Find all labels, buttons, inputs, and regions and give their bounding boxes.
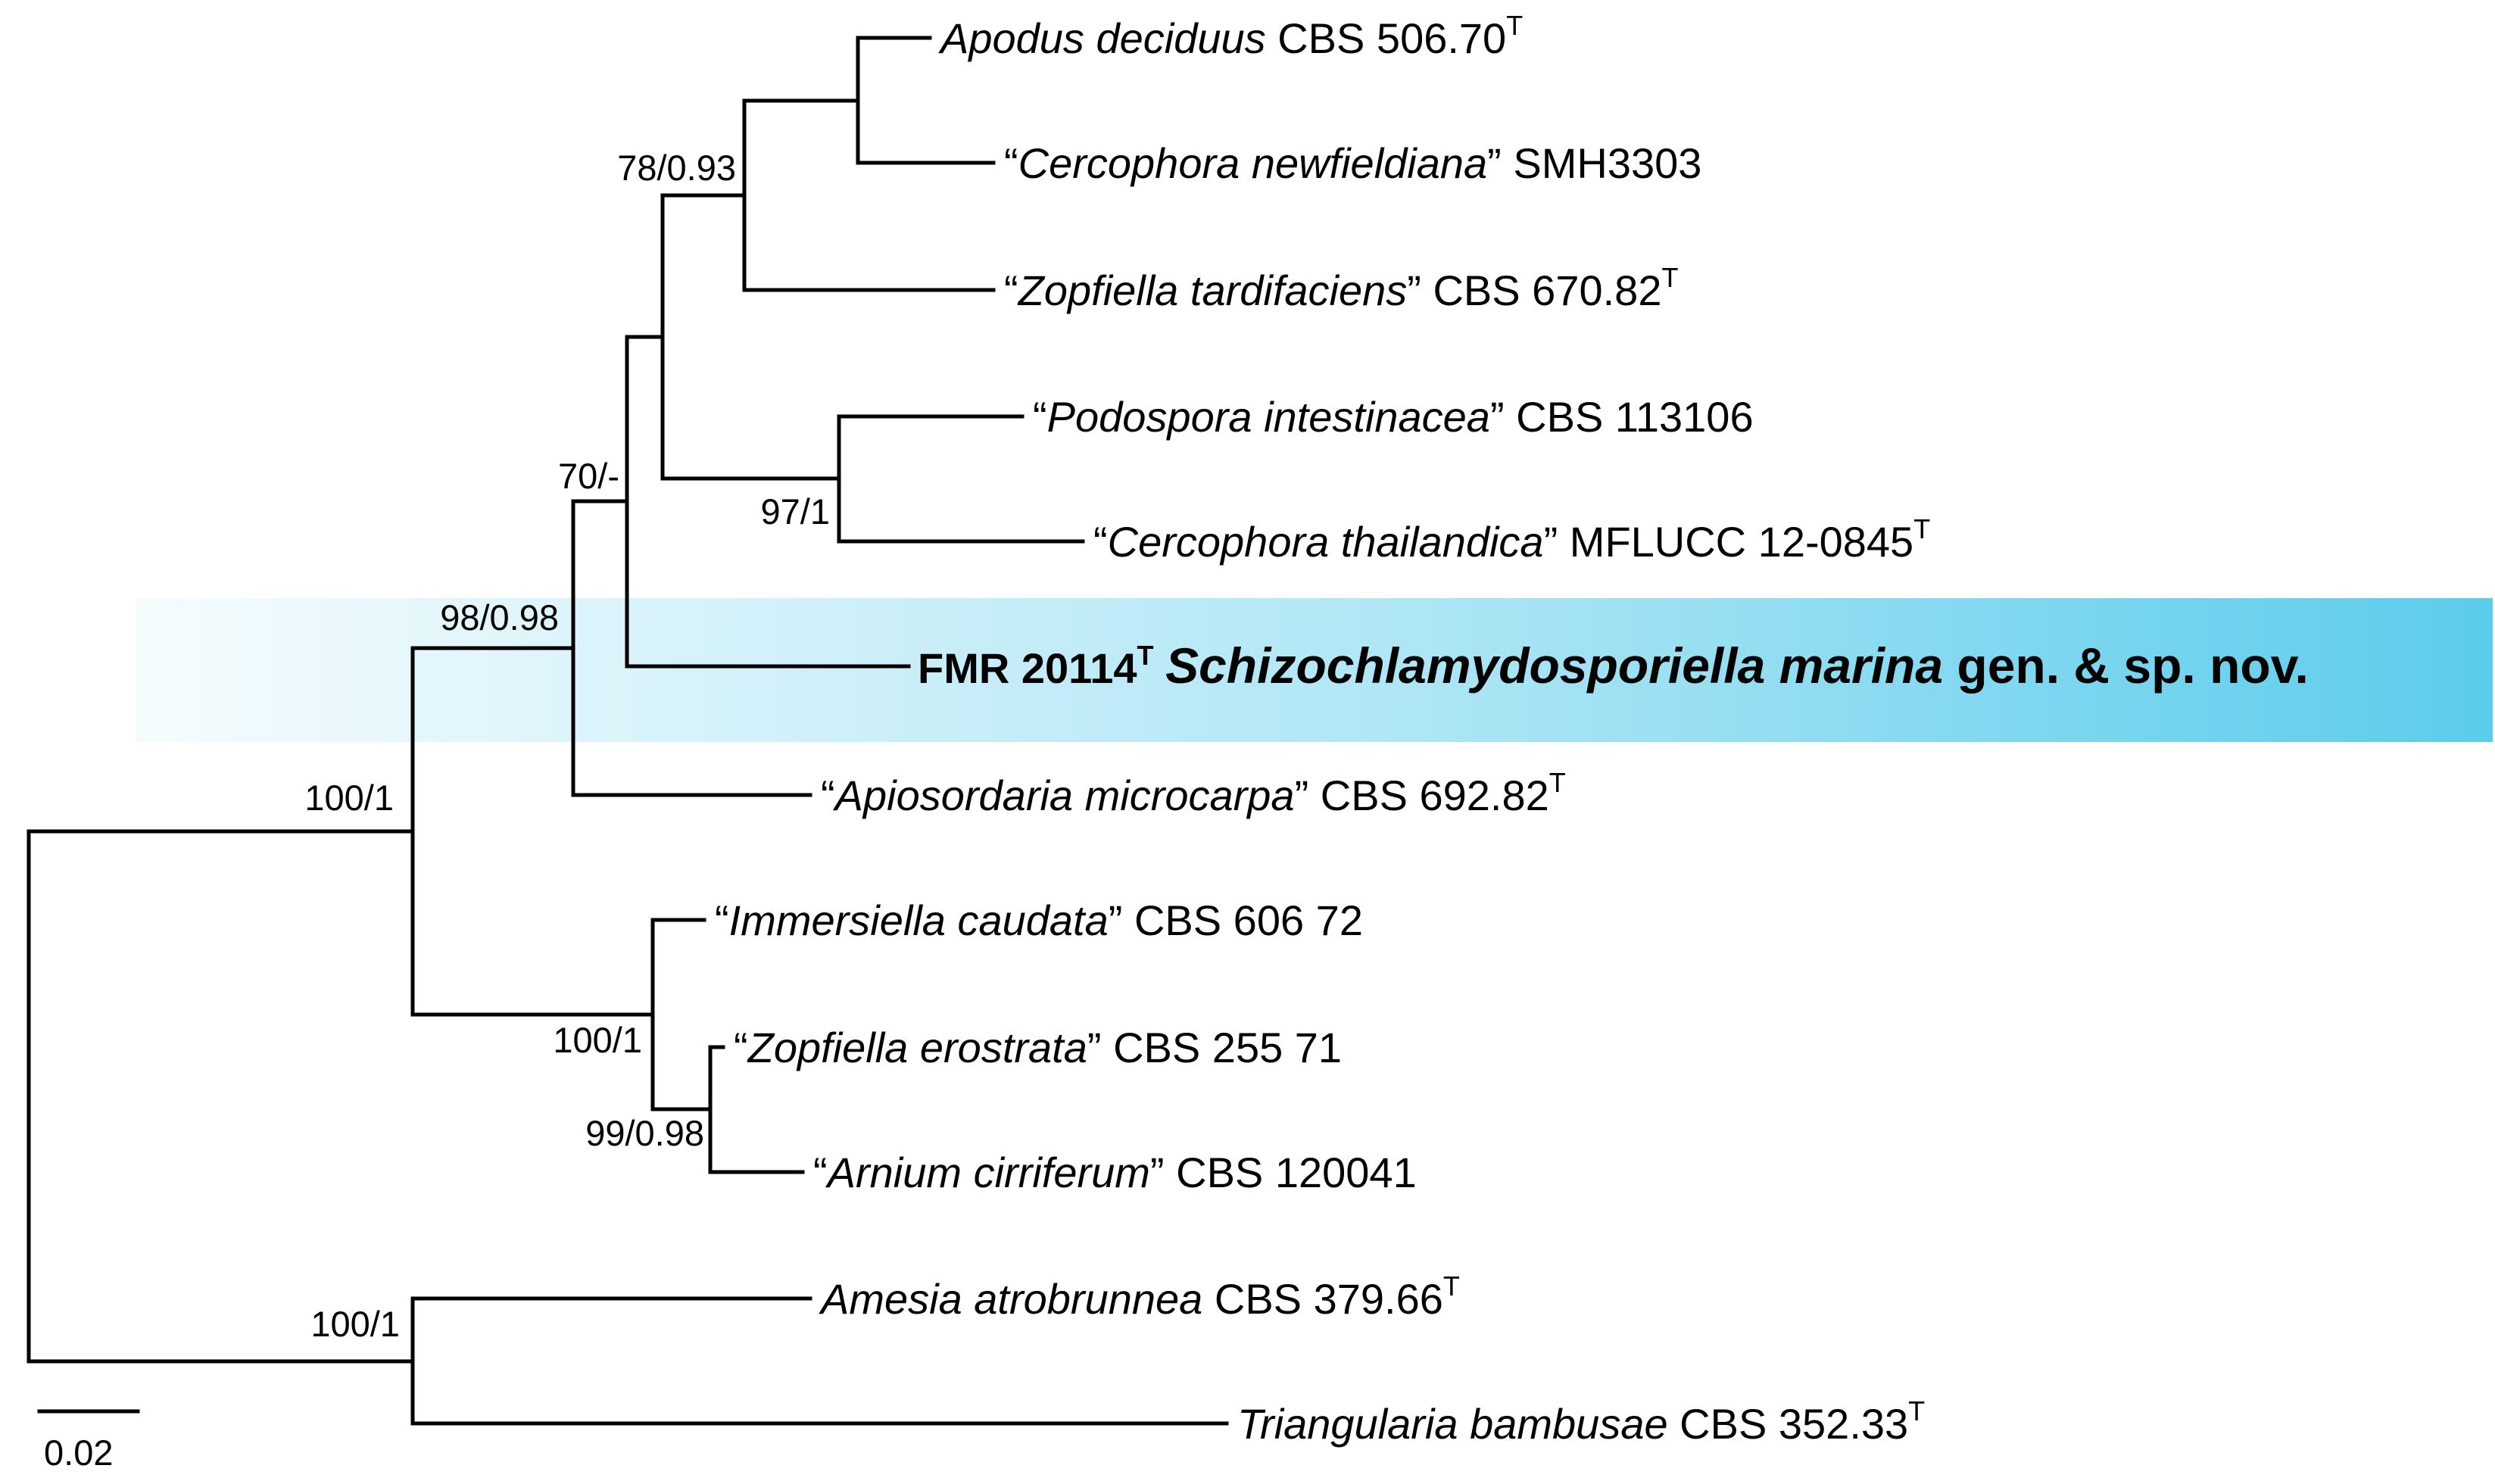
type-mark: T bbox=[1908, 1395, 1925, 1426]
new-taxon-type-mark: T bbox=[1137, 640, 1154, 671]
tip-label-cnewfield: “Cercophora newfieldiana” SMH3303 bbox=[1004, 139, 1701, 187]
taxon-text: “ bbox=[821, 772, 835, 819]
support-value: 100/1 bbox=[304, 778, 394, 818]
type-mark: T bbox=[1443, 1270, 1460, 1302]
taxon-name: Apodus deciduus bbox=[938, 14, 1266, 62]
support-value: 100/1 bbox=[310, 1304, 400, 1344]
taxon-text: SMH3303 bbox=[1502, 139, 1702, 187]
taxon-text: “ bbox=[1033, 393, 1047, 441]
taxon-text: CBS 506.70 bbox=[1266, 14, 1507, 62]
taxon-text: “ bbox=[715, 896, 729, 944]
taxon-text: CBS 379.66 bbox=[1202, 1275, 1443, 1323]
type-mark: T bbox=[1506, 10, 1523, 41]
new-taxon-name: Schizochlamydosporiella marina bbox=[1165, 638, 1943, 694]
taxon-name: Zopfiella tardifaciens bbox=[1017, 267, 1408, 314]
support-values: 78/0.93 97/1 70/- 98/0.98 99/0.98 100/1 100/1 1… bbox=[304, 148, 830, 1344]
scale-bar-label: 0.02 bbox=[44, 1433, 113, 1473]
taxon-name: Cercophora newfieldiana bbox=[1018, 139, 1488, 187]
taxon-text: “ bbox=[1004, 267, 1018, 314]
tree-branches bbox=[27, 36, 1229, 1426]
taxon-text: CBS 352.33 bbox=[1668, 1400, 1909, 1448]
taxon-text: ” bbox=[1150, 1149, 1165, 1196]
taxon-name: Triangularia bambusae bbox=[1237, 1400, 1668, 1448]
support-value: 99/0.98 bbox=[585, 1113, 704, 1153]
support-value: 78/0.93 bbox=[617, 148, 736, 188]
taxon-text: “ bbox=[813, 1149, 828, 1196]
taxon-text: ” bbox=[1490, 393, 1505, 441]
taxon-name: Arnium cirriferum bbox=[825, 1149, 1150, 1196]
type-mark: T bbox=[1913, 513, 1930, 544]
taxon-name: Amesia atrobrunnea bbox=[819, 1275, 1202, 1323]
tip-label-cthai: “Cercophora thailandica” MFLUCC 12-0845T bbox=[1093, 513, 1930, 566]
scale-bar: 0.02 bbox=[37, 1409, 140, 1473]
support-value: 70/- bbox=[558, 456, 619, 496]
new-taxon-spacer bbox=[1154, 644, 1166, 692]
new-taxon-status: gen. & sp. nov. bbox=[1943, 638, 2309, 694]
support-value: 98/0.98 bbox=[440, 597, 559, 638]
taxon-text: CBS 255 71 bbox=[1102, 1024, 1343, 1071]
taxon-name: Apiosordaria microcarpa bbox=[833, 772, 1295, 819]
tip-label-ztardi: “Zopfiella tardifaciens” CBS 670.82T bbox=[1004, 262, 1678, 314]
type-mark: T bbox=[1549, 767, 1566, 798]
taxon-text: MFLUCC 12-0845 bbox=[1558, 518, 1913, 566]
taxon-text: ” bbox=[1487, 139, 1502, 187]
tip-label-amicro: “Apiosordaria microcarpa” CBS 692.82T bbox=[821, 767, 1566, 819]
taxon-text: ” bbox=[1295, 772, 1309, 819]
taxon-text: ” bbox=[1087, 1024, 1102, 1071]
tip-label-amesia: Amesia atrobrunnea CBS 379.66T bbox=[819, 1270, 1460, 1323]
tip-label-apodus: Apodus deciduus CBS 506.70T bbox=[938, 10, 1523, 62]
taxon-text: CBS 113106 bbox=[1505, 393, 1754, 441]
taxon-text: ” bbox=[1544, 518, 1558, 566]
taxon-text: ” bbox=[1109, 896, 1123, 944]
taxon-text: “ bbox=[734, 1024, 748, 1071]
support-value: 97/1 bbox=[761, 491, 830, 532]
taxon-text: ” bbox=[1407, 267, 1421, 314]
taxon-name: Podospora intestinacea bbox=[1047, 393, 1490, 441]
tip-labels: Apodus deciduus CBS 506.70T“Cercophora n… bbox=[715, 10, 1930, 1448]
new-taxon-strain: FMR 20114 bbox=[918, 644, 1137, 692]
tip-label-icaud: “Immersiella caudata” CBS 606 72 bbox=[715, 896, 1363, 944]
tip-label-acirri: “Arnium cirriferum” CBS 120041 bbox=[813, 1149, 1417, 1196]
taxon-name: Immersiella caudata bbox=[729, 896, 1109, 944]
taxon-text: CBS 670.82 bbox=[1421, 267, 1662, 314]
tip-label-pintest: “Podospora intestinacea” CBS 113106 bbox=[1033, 393, 1754, 441]
type-mark: T bbox=[1661, 262, 1678, 293]
support-value: 100/1 bbox=[553, 1020, 642, 1060]
new-taxon-label: FMR 20114T Schizochlamydosporiella marin… bbox=[918, 638, 2309, 694]
new-taxon-highlight-band bbox=[136, 598, 2493, 742]
taxon-text: CBS 692.82 bbox=[1308, 772, 1549, 819]
taxon-text: CBS 120041 bbox=[1165, 1149, 1417, 1196]
taxon-text: “ bbox=[1093, 518, 1108, 566]
tip-label-tbamb: Triangularia bambusae CBS 352.33T bbox=[1237, 1395, 1925, 1448]
taxon-name: Zopfiella erostrata bbox=[747, 1024, 1087, 1071]
tip-label-zero: “Zopfiella erostrata” CBS 255 71 bbox=[734, 1024, 1342, 1071]
taxon-text: “ bbox=[1004, 139, 1018, 187]
taxon-name: Cercophora thailandica bbox=[1108, 518, 1544, 566]
taxon-text: CBS 606 72 bbox=[1122, 896, 1363, 944]
